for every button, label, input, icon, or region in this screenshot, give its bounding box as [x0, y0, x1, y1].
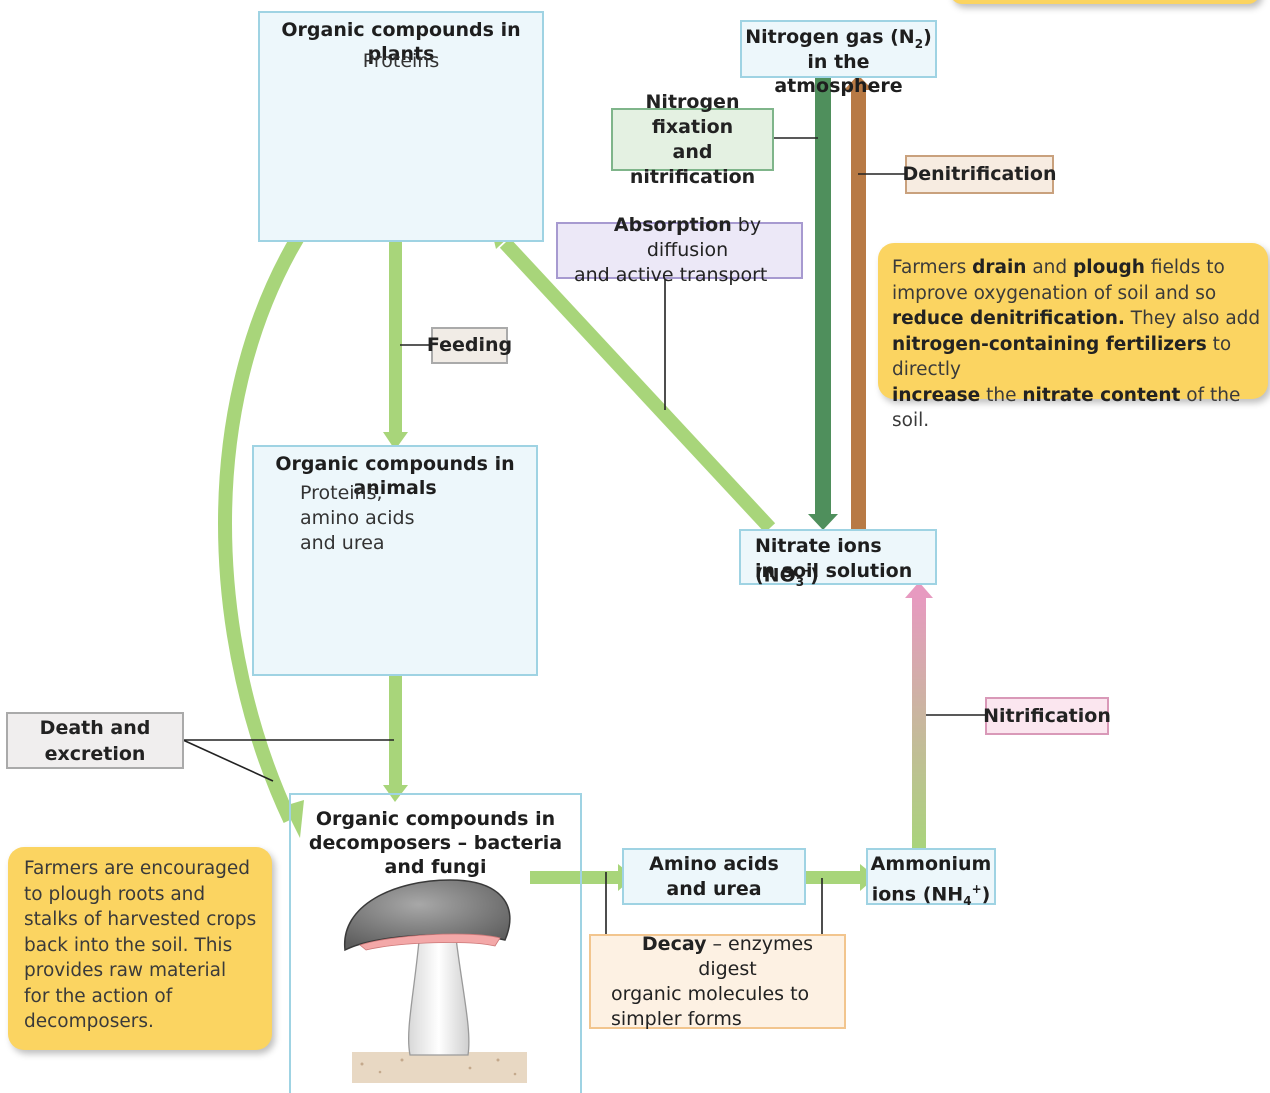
left-farmer-note: Farmers are encouraged to plough roots a… — [8, 847, 272, 1050]
absorption-line-2: and active transport — [574, 264, 768, 286]
top-note-fragment — [950, 0, 1260, 4]
nitrate-line-1: Nitrate ions (NO3–) — [755, 535, 882, 590]
feeding-arrow-shaft — [389, 236, 402, 434]
denitrification-arrowhead — [844, 75, 873, 90]
left-note-line-5: provides raw material — [24, 960, 227, 981]
nitrate-line-2: in soil solution — [755, 560, 913, 582]
fixation-line-1: Nitrogen fixation — [645, 90, 740, 138]
right-note-line-2: improve oxygenation of soil and so — [892, 282, 1217, 304]
decomposers-box: Organic compounds in decomposers – bacte… — [289, 793, 582, 1093]
plants-title: Organic compounds in plants — [281, 19, 521, 65]
feeding-label: Feeding — [427, 327, 512, 364]
left-note-line-6: for the action of — [24, 985, 173, 1007]
nitrification-arrowhead — [905, 582, 933, 598]
plants-box: Organic compounds in plants Proteins — [258, 11, 544, 242]
plants-detail: Proteins — [362, 50, 440, 72]
animals-detail-3: and urea — [300, 532, 385, 554]
left-note-line-3: stalks of harvested crops — [24, 909, 257, 930]
right-note-line-5: increase the nitrate content of the soil… — [892, 384, 1241, 432]
right-note-line-3: reduce denitrification. They also add — [892, 308, 1261, 329]
right-note-line-1: Farmers drain and plough fields to — [892, 257, 1225, 278]
animals-box: Organic compounds in animals Proteins, a… — [252, 445, 538, 676]
nitrogen-fixation-label: Nitrogen fixation and nitrification — [611, 91, 774, 188]
left-note-line-1: Farmers are encouraged — [24, 858, 251, 879]
death-excretion-label: Death and excretion — [6, 712, 184, 769]
animals-detail-2: amino acids — [300, 507, 415, 529]
absorption-line-1: Absorption by diffusion — [613, 214, 762, 261]
decomposers-title-3: and fungi — [384, 856, 487, 878]
leader-lines — [182, 137, 986, 935]
death-label-line-2: excretion — [44, 742, 146, 765]
decay-line-3: simpler forms — [611, 1007, 742, 1030]
amino-acids-box: Amino acids and urea — [622, 848, 806, 905]
amino-line-2: and urea — [666, 878, 762, 900]
animals-detail-1: Proteins, — [300, 482, 383, 504]
ammonium-box: Ammonium ions (NH4+) — [866, 848, 996, 908]
decay-label: Decay – enzymes digest organic molecules… — [589, 932, 846, 1030]
ammonium-line-2: ions (NH4+) — [871, 882, 991, 909]
decay-line-2: organic molecules to — [611, 982, 810, 1005]
death-arrow-shaft — [389, 658, 402, 786]
fixation-arrow-shaft — [815, 76, 831, 518]
absorption-arrow-shaft — [499, 238, 776, 533]
decay-arrow-1-shaft — [530, 871, 620, 884]
denitrification-arrow-shaft — [851, 88, 866, 532]
denitrification-label: Denitrification — [903, 155, 1057, 194]
nitrification-arrow-shaft — [912, 596, 926, 853]
nitrogen-line-2: in the atmosphere — [774, 51, 903, 97]
death-curve-arrow — [218, 214, 316, 823]
fixation-line-2: and nitrification — [629, 140, 756, 188]
nitrogen-line-1: Nitrogen gas (N2) — [745, 26, 932, 51]
left-note-line-4: back into the soil. This — [24, 934, 233, 956]
nitrogen-gas-box: Nitrogen gas (N2) in the atmosphere — [740, 20, 937, 97]
decomposers-title-1: Organic compounds in — [315, 808, 556, 830]
decay-line-1: Decay – enzymes digest — [641, 932, 814, 980]
right-farmer-note: Farmers drain and plough fields to impro… — [878, 243, 1268, 431]
decomposers-title-2: decomposers – bacteria — [308, 832, 563, 854]
decay-arrow-2-shaft — [796, 871, 862, 884]
absorption-label: Absorption by diffusion and active trans… — [556, 214, 803, 286]
amino-line-1: Amino acids — [649, 853, 779, 875]
right-note-line-4: nitrogen-containing fertilizers to direc… — [892, 333, 1232, 381]
death-label-line-1: Death and — [39, 716, 151, 739]
left-note-line-7: decomposers. — [24, 1011, 154, 1032]
left-note-line-2: to plough roots and — [24, 883, 206, 905]
mushroom-illustration — [344, 879, 527, 1083]
animals-title: Organic compounds in animals — [275, 453, 515, 499]
nitrification-label: Nitrification — [983, 697, 1111, 735]
nitrate-box: Nitrate ions (NO3–) in soil solution — [739, 529, 937, 589]
feeding-arrowhead — [383, 432, 408, 450]
ammonium-line-1: Ammonium — [870, 853, 992, 875]
fixation-arrowhead — [808, 514, 838, 530]
